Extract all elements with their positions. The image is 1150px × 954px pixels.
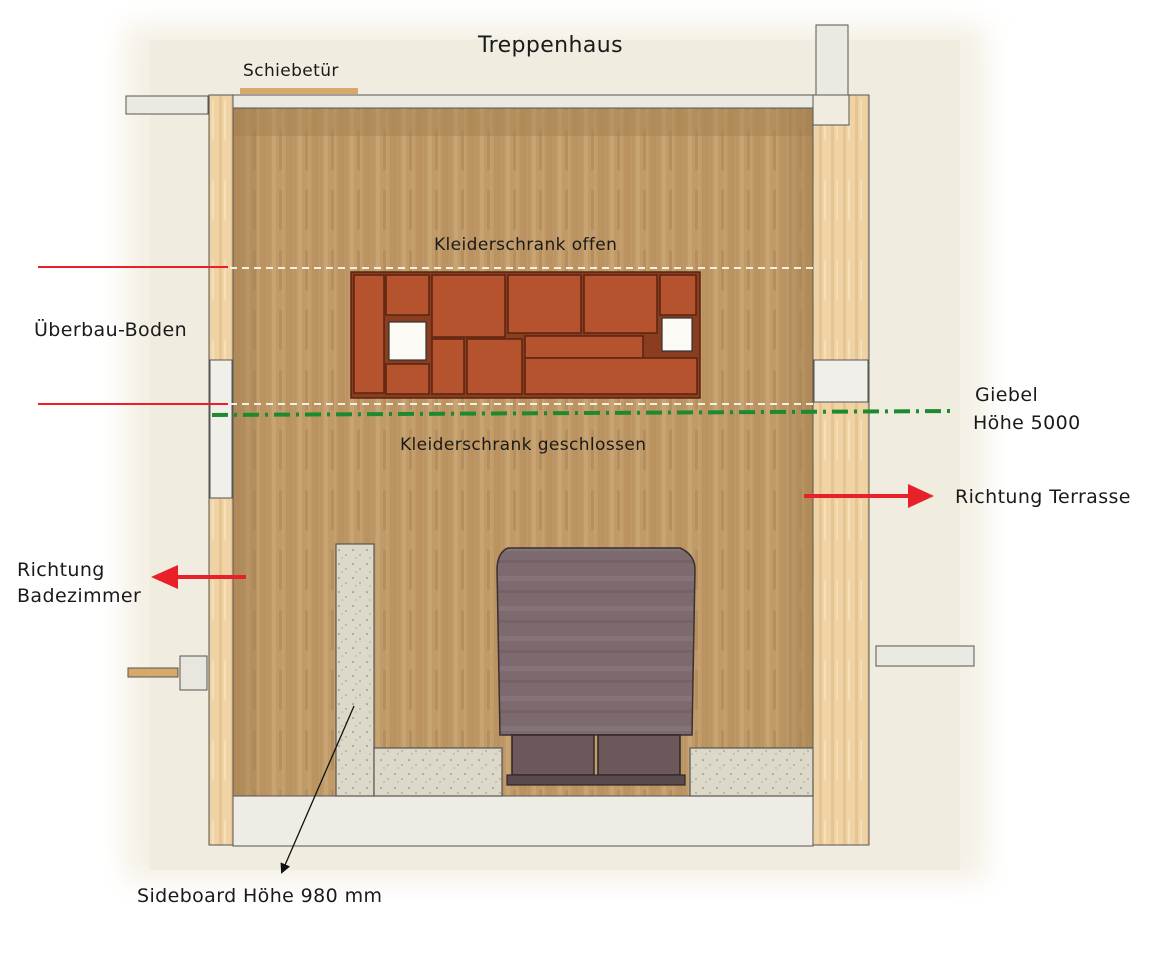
label-sliding-door: Schiebetür: [243, 61, 339, 81]
label-gable-height: Höhe 5000: [973, 412, 1081, 434]
label-bathroom: Badezimmer: [17, 585, 142, 607]
wardrobe-module: [659, 274, 697, 316]
sideboard-vertical: [335, 543, 375, 797]
wall-right: [812, 94, 870, 846]
wall-right-corner: [812, 94, 850, 126]
arrow-bathroom: [151, 565, 246, 589]
label-sideboard: Sideboard Höhe 980 mm: [137, 885, 383, 907]
wardrobe-light-left: [388, 321, 427, 361]
outer-wall-stub-top-left: [125, 95, 209, 115]
outer-wall-stub-left: [127, 667, 179, 678]
bed-headboard: [506, 774, 686, 786]
floor-shade-left: [233, 108, 257, 796]
wardrobe-module: [385, 363, 430, 395]
label-gable: Giebel: [975, 384, 1039, 406]
wardrobe-module: [431, 338, 465, 395]
floor-shade-top: [233, 108, 813, 136]
wardrobe-module: [524, 357, 698, 395]
sideboard-horizontal-left: [373, 747, 503, 797]
bed-pillow-left: [511, 734, 595, 776]
bed-pillow-right: [597, 734, 681, 776]
wardrobe-module: [524, 335, 644, 359]
wardrobe-module: [353, 274, 385, 394]
floor-shade-right: [789, 108, 813, 796]
sideboard-horizontal-right: [689, 747, 814, 797]
sideboard-leader-line: [280, 705, 355, 874]
label-loft-floor: Überbau-Boden: [34, 319, 188, 341]
wardrobe-light-right: [661, 317, 693, 352]
sideboard: [335, 543, 814, 797]
label-direction-terrace: Richtung Terrasse: [955, 486, 1131, 508]
wardrobe-module: [431, 274, 506, 338]
bed-frame: [496, 547, 696, 736]
wardrobe-module: [583, 274, 658, 334]
window-left: [209, 359, 233, 499]
arrow-terrace: [804, 484, 934, 508]
label-stairwell: Treppenhaus: [478, 33, 623, 58]
label-direction-bathroom: Richtung: [17, 559, 105, 581]
window-right: [813, 359, 869, 403]
wardrobe-module: [385, 274, 430, 316]
label-wardrobe-open: Kleiderschrank offen: [434, 235, 618, 255]
wardrobe-module: [466, 338, 523, 395]
outer-wall-stub-top-right: [815, 24, 849, 96]
wardrobe: [350, 271, 701, 399]
sliding-door-panel: [240, 88, 358, 94]
wall-bottom: [232, 795, 814, 847]
bed: [496, 547, 696, 786]
wardrobe-module: [507, 274, 582, 334]
label-wardrobe-closed: Kleiderschrank geschlossen: [400, 435, 647, 455]
wall-left-post: [179, 655, 208, 691]
wall-top: [232, 94, 814, 109]
outer-wall-stub-right: [875, 645, 975, 667]
